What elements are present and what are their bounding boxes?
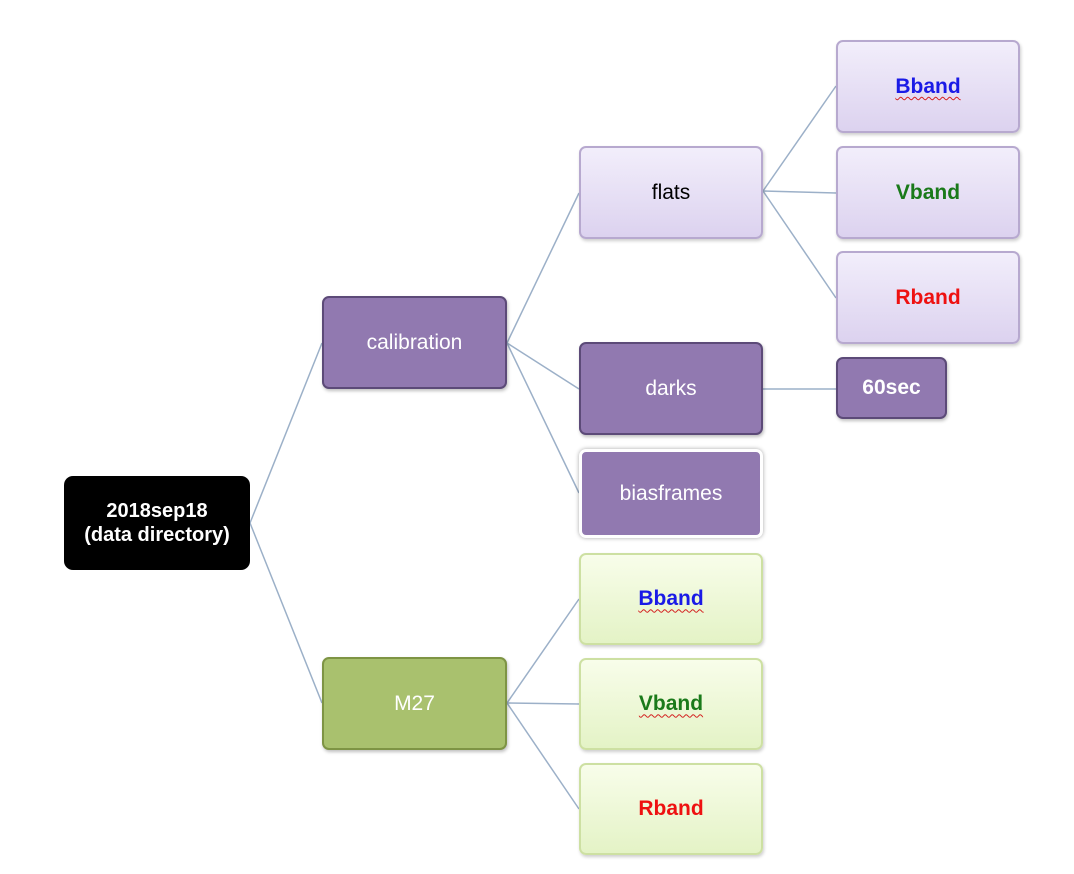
connector-calibration-biasframes (506, 342, 580, 494)
connector-root-calibration (249, 342, 323, 524)
node-flats-vband-label: Vband (895, 180, 961, 204)
node-flats-rband-label: Rband (895, 285, 961, 309)
node-m27-rband: Rband (579, 763, 763, 855)
node-m27-vband-label: Vband (638, 692, 704, 716)
connector-flats-bband (762, 85, 837, 192)
node-m27-label: M27 (394, 691, 435, 715)
node-calibration: calibration (322, 296, 507, 389)
node-biasframes-label: biasframes (619, 481, 723, 505)
node-flats-vband: Vband (836, 146, 1020, 239)
node-darks-label: darks (645, 376, 697, 400)
node-root-data-directory: 2018sep18 (data directory) (64, 476, 250, 570)
node-flats-bband: Bband (836, 40, 1020, 133)
node-calibration-label: calibration (366, 330, 463, 354)
node-flats: flats (579, 146, 763, 239)
connector-flats-rband (762, 190, 837, 299)
node-m27-rband-label: Rband (638, 797, 704, 821)
node-m27-vband: Vband (579, 658, 763, 750)
node-m27: M27 (322, 657, 507, 750)
root-label-line2: (data directory) (84, 524, 230, 546)
connector-m27-vband (506, 702, 580, 705)
node-darks-60sec-label: 60sec (862, 376, 921, 400)
node-biasframes: biasframes (579, 449, 763, 538)
node-darks-60sec: 60sec (836, 357, 947, 419)
root-label-line1: 2018sep18 (106, 500, 208, 522)
node-darks: darks (579, 342, 763, 435)
connector-flats-vband (762, 190, 837, 194)
node-m27-bband: Bband (579, 553, 763, 645)
connector-root-m27 (249, 522, 323, 704)
connector-calibration-flats (506, 192, 580, 344)
node-flats-bband-label: Bband (895, 74, 961, 98)
connector-m27-bband (506, 598, 580, 704)
node-m27-bband-label: Bband (638, 587, 704, 611)
node-flats-rband: Rband (836, 251, 1020, 344)
node-flats-label: flats (651, 180, 691, 204)
connector-m27-rband (506, 702, 580, 810)
connector-calibration-darks (506, 342, 580, 390)
